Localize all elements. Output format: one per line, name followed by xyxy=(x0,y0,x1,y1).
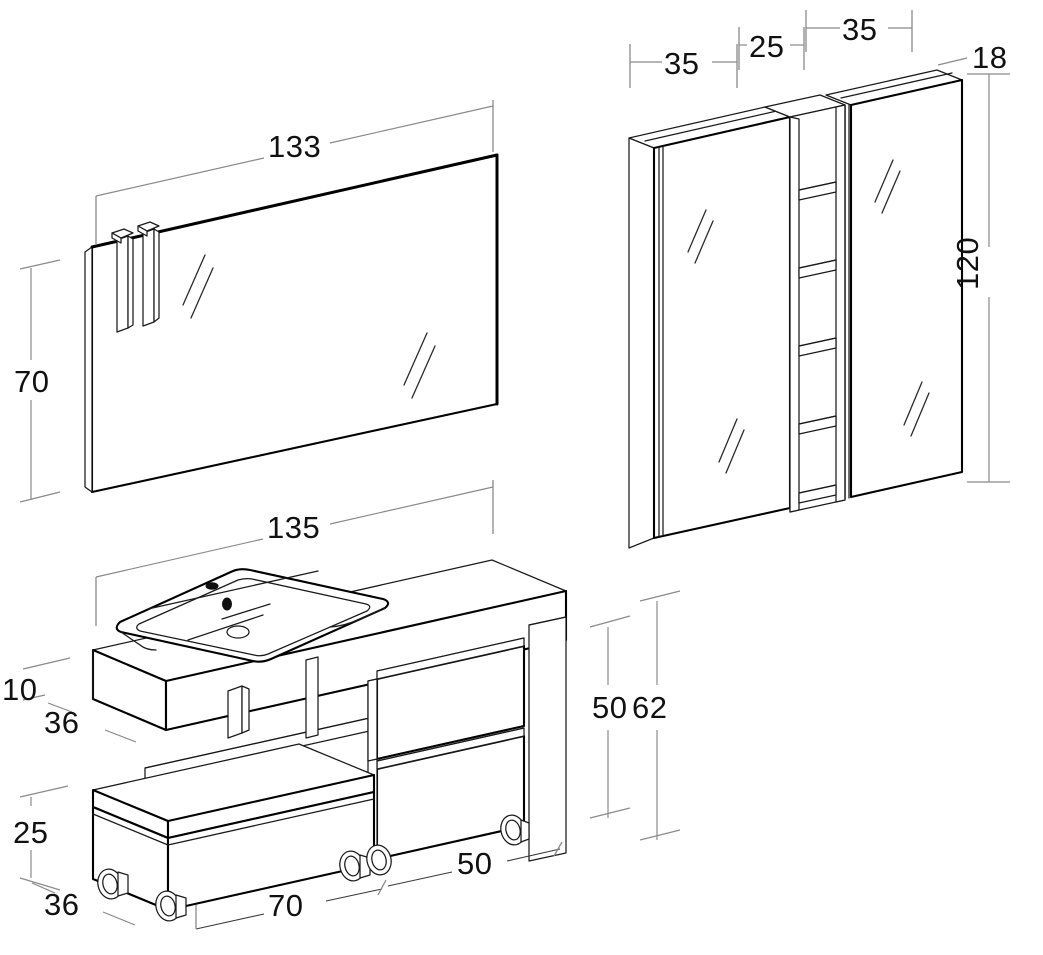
dim-drawer-width-label: 50 xyxy=(457,846,492,881)
bench-handle-groove xyxy=(167,798,375,846)
light-bar-2 xyxy=(142,228,155,327)
drain-pipe-body xyxy=(227,685,243,739)
dim-countertop-depth-label: 36 xyxy=(44,705,79,740)
left-door-top-line xyxy=(644,109,782,142)
dim-drawer-height-label: 50 xyxy=(592,690,627,725)
drawer-1-handle-bar xyxy=(376,637,525,680)
dim-cabinet-depth-label: 18 xyxy=(972,40,1007,75)
mirror-side-thickness xyxy=(84,246,93,493)
dim-mirror-height: 70 xyxy=(14,259,61,503)
dim-bench-height-label: 25 xyxy=(13,815,48,850)
mirror-reflection-glints xyxy=(182,254,436,399)
vanity-right-panel-top xyxy=(528,616,567,626)
shelf-4-edge xyxy=(798,415,837,425)
shelf-divider-panel xyxy=(305,656,319,739)
dim-bench-depth: 36 xyxy=(31,882,136,926)
shelf-1-edge xyxy=(798,181,837,191)
dim-cabinet-height-label: 120 xyxy=(950,237,985,290)
dim-countertop-thickness: 10 xyxy=(2,657,71,707)
shelf-3-edge xyxy=(798,337,837,347)
caster-4 xyxy=(366,844,392,876)
casters xyxy=(97,814,530,922)
dim-drawer-width: 50 xyxy=(387,841,563,887)
basin-overflow-hole xyxy=(222,597,232,611)
drawer-unit xyxy=(367,637,526,862)
dim-cabinet-height: 120 xyxy=(950,73,1010,483)
center-unit-left-upright xyxy=(789,116,800,513)
left-door-side-face xyxy=(628,137,655,549)
dim-cabinet-depth: 18 xyxy=(937,40,1007,75)
vanity-view: 135 10 36 25 xyxy=(2,480,681,930)
shelf-bottom-edge xyxy=(798,484,837,494)
dim-bench-height: 25 xyxy=(13,785,69,891)
shelf-2-edge xyxy=(798,259,837,269)
light-bar-1-side xyxy=(127,235,134,329)
dim-bench-depth-label: 36 xyxy=(44,887,79,922)
drain-pipe xyxy=(227,685,250,739)
caster-1 xyxy=(97,868,129,900)
center-unit-shelves xyxy=(798,181,837,504)
dim-cabinet-right-door-label: 35 xyxy=(842,12,877,47)
light-bar-2-side xyxy=(153,228,160,323)
dim-cabinet-right-door: 35 xyxy=(805,10,913,52)
basin-tap-hole xyxy=(205,582,219,590)
basin-rear-lip xyxy=(147,570,319,610)
dim-mirror-height-label: 70 xyxy=(14,364,49,399)
center-unit-right-upright xyxy=(835,104,846,503)
caster-5 xyxy=(500,814,530,846)
bench-unit xyxy=(91,743,376,912)
drawer-unit-left-edge-upper xyxy=(367,678,378,762)
dim-cabinet-left-door-label: 35 xyxy=(664,46,699,81)
basin-right-underedge xyxy=(329,607,386,628)
basin-front-underedge xyxy=(120,631,157,651)
dim-bench-width-label: 70 xyxy=(268,888,303,923)
caster-2 xyxy=(155,890,187,922)
basin-bottom-crease xyxy=(187,614,264,641)
drawer-2-handle-groove-top xyxy=(376,727,525,762)
dim-mirror-width-label: 133 xyxy=(268,129,321,164)
right-door-top-line xyxy=(840,72,953,99)
dim-cabinet-center-label: 25 xyxy=(749,29,784,64)
dim-total-height: 62 xyxy=(632,590,681,841)
drain-pipe-side xyxy=(241,685,250,734)
left-door-glints xyxy=(687,209,745,474)
mirror-cabinet-view: 35 25 35 18 xyxy=(628,10,1010,549)
vanity-right-side-panel xyxy=(528,616,567,862)
basin-inner-bowl xyxy=(136,578,371,657)
right-door-glints xyxy=(874,159,930,437)
bench-handle-groove-left xyxy=(92,813,169,846)
dim-mirror-width: 133 xyxy=(95,100,494,245)
light-bar-1 xyxy=(116,235,129,333)
dim-countertop-thickness-label: 10 xyxy=(2,672,37,707)
dim-cabinet-left-door: 35 xyxy=(629,44,738,88)
mirror-light-fixture xyxy=(111,221,160,333)
dim-bench-width: 70 xyxy=(195,879,387,930)
left-door-mirror-face xyxy=(652,115,792,540)
basin-drain xyxy=(226,625,250,639)
dim-total-height-label: 62 xyxy=(632,690,667,725)
open-shelf-top-edge xyxy=(144,716,375,769)
washbasin xyxy=(115,568,390,663)
dim-vanity-width-label: 135 xyxy=(267,510,320,545)
mirror-glass-face xyxy=(90,153,499,494)
dim-countertop-depth: 36 xyxy=(44,702,137,743)
basin-bottom-crease-2 xyxy=(221,603,271,620)
dim-cabinet-center: 25 xyxy=(738,27,805,70)
dim-drawer-height: 50 xyxy=(589,615,631,819)
light-bar-1-bracket-side xyxy=(111,232,122,244)
right-door-mirror-face xyxy=(849,78,964,499)
dim-vanity-width: 135 xyxy=(95,480,494,626)
mirror-view: 133 70 xyxy=(14,100,499,503)
light-bar-2-bracket-side xyxy=(137,225,148,237)
